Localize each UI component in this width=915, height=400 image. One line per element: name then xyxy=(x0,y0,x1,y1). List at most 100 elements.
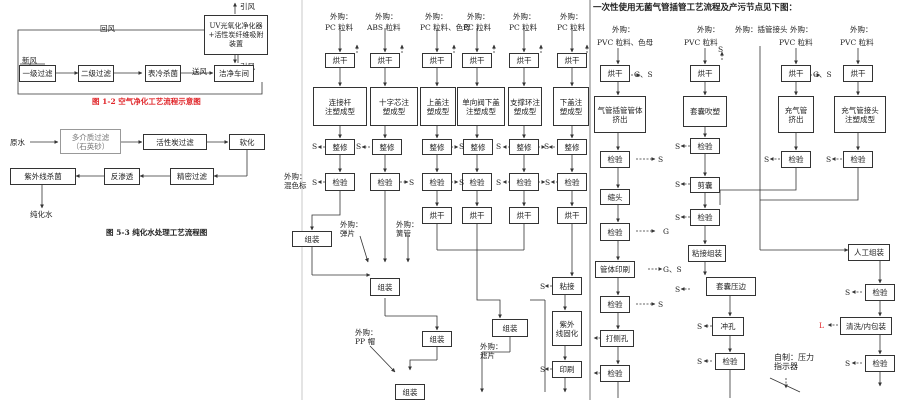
outsource-p3-4: 外购： xyxy=(790,25,813,34)
trim-box-6: 整修 xyxy=(557,139,587,155)
p3-s-4: S xyxy=(764,155,770,164)
p3-self-made-label: 自制：压力 指示器 xyxy=(774,353,814,371)
p3-s-3: S xyxy=(675,142,681,151)
supply-air-label: 送风 xyxy=(192,67,207,76)
trim-box-5: 整修 xyxy=(509,139,539,155)
uv-cure-box: 紫外 线固化 xyxy=(552,311,582,346)
s-label-p2-1: S xyxy=(312,142,318,151)
p3-s-13: S xyxy=(845,359,851,368)
p3-punch: 冲孔 xyxy=(712,317,744,336)
trim-box-1: 整修 xyxy=(325,139,355,155)
outsource-label-5: 外购： xyxy=(513,12,536,21)
dry-box-10: 烘干 xyxy=(557,207,587,224)
dry-box-7: 烘干 xyxy=(422,207,452,224)
dry-box-8: 烘干 xyxy=(462,207,492,224)
p3-inspect-10: 检验 xyxy=(715,353,745,370)
multi-media-filter: 多介质过滤 （石英砂） xyxy=(60,129,121,154)
p3-charge-extrude: 充气管 挤出 xyxy=(778,96,814,133)
s-label-p2-12: S xyxy=(540,365,546,374)
inspect-box-4: 检验 xyxy=(462,173,492,191)
s-label-p2-2: S xyxy=(356,142,362,151)
s-label-p2-4: S xyxy=(496,142,502,151)
uv-sterilizer: 紫外线杀菌 xyxy=(10,168,76,185)
p3-dry-4: 烘干 xyxy=(843,65,873,82)
p3-side-hole: 打侧孔 xyxy=(600,330,634,347)
s-label-p2-3: S xyxy=(459,142,465,151)
p3-balloon-blow: 套囊吹塑 xyxy=(683,96,727,127)
trim-box-4: 整修 xyxy=(463,139,493,155)
p3-inspect-7: 检验 xyxy=(600,296,630,313)
inspect-box-1: 检验 xyxy=(325,173,355,191)
uv-purifier-box: UV光氧化净化器+活性炭纤维吸附装置 xyxy=(204,15,268,55)
trim-box-2: 整修 xyxy=(372,139,402,155)
air-stage-3: 表冷杀菌 xyxy=(145,65,181,82)
fresh-air-label: 新风 xyxy=(22,56,37,65)
exhaust-label-top: 引风 xyxy=(240,2,255,11)
softener: 软化 xyxy=(229,134,265,150)
p3-s-10: S xyxy=(697,322,703,331)
p3-s-2: S xyxy=(658,155,664,164)
mold-box-5: 支撑环注 塑成型 xyxy=(508,87,542,126)
raw-water-label: 原水 xyxy=(10,138,25,147)
inspect-box-3: 检验 xyxy=(422,173,452,191)
p3-gs-1: G、S xyxy=(634,70,653,79)
p3-g-1: G xyxy=(663,227,669,236)
dry-box-6: 烘干 xyxy=(557,53,587,68)
outsource-label-6: 外购： xyxy=(560,12,583,21)
air-caption: 图 1-2 空气净化工艺流程示意图 xyxy=(92,97,201,106)
precision-filter: 精密过滤 xyxy=(170,168,214,185)
material-4: PC 粒料 xyxy=(463,23,492,32)
outsource-label-2: 外购： xyxy=(375,12,398,21)
p3-inspect-4: 检验 xyxy=(843,151,873,168)
pp-cap-label: 外购： PP 帽 xyxy=(355,328,378,346)
outsource-p3-1: 外购： xyxy=(612,25,635,34)
p3-inspect-3: 检验 xyxy=(781,151,811,168)
s-label-p2-5: S xyxy=(544,142,550,151)
return-air-label: 回风 xyxy=(100,24,115,33)
p3-l-label: L xyxy=(819,321,824,330)
p3-manual-assembly: 人工组装 xyxy=(848,244,890,261)
outsource-label-1: 外购： xyxy=(330,12,353,21)
panel3-title: 一次性使用无菌气管插管工艺流程及产污节点见下图： xyxy=(593,3,798,13)
s-label-p2-7: S xyxy=(409,178,415,187)
dye-label: 外购： 混色标 xyxy=(284,172,307,190)
p3-s-7: S xyxy=(675,213,681,222)
air-stage-1: 一级过滤 xyxy=(19,65,56,82)
p3-dry-2: 烘干 xyxy=(690,65,720,82)
print-box: 印刷 xyxy=(552,361,582,378)
water-caption: 图 5-3 纯化水处理工艺流程图 xyxy=(106,228,208,237)
carbon-filter: 活性炭过滤 xyxy=(143,134,207,150)
p3-inspect-11: 检验 xyxy=(865,355,895,372)
material-1: PC 粒料 xyxy=(325,23,354,32)
mold-box-2: 十字芯注 塑成型 xyxy=(370,87,418,126)
p3-s-8: S xyxy=(658,300,664,309)
material-p3-4: PVC 粒料 xyxy=(779,38,813,47)
air-stage-4: 洁净车间 xyxy=(214,65,254,82)
material-p3-5: PVC 粒料 xyxy=(840,38,874,47)
material-3: PC 粒料、色母 xyxy=(420,23,471,32)
s-label-p2-10: S xyxy=(545,178,551,187)
pure-water-label: 纯化水 xyxy=(30,210,53,219)
material-6: PC 粒料 xyxy=(557,23,586,32)
mold-box-4: 单向阀下盖 注塑成型 xyxy=(457,87,505,126)
p3-inspect-6: 检验 xyxy=(690,209,720,226)
assemble-box-1: 组装 xyxy=(292,231,332,247)
glue-box: 粘接 xyxy=(552,277,582,295)
spring-label: 外购： 弹片 xyxy=(340,220,363,238)
pipe-label: 外购： 簧管 xyxy=(396,220,419,238)
dry-box-5: 烘干 xyxy=(509,53,539,68)
outsource-p3-2: 外购： xyxy=(697,25,720,34)
material-p3-1: PVC 粒料、色母 xyxy=(597,38,654,47)
p3-gs-2: G、S xyxy=(813,70,832,79)
p3-tube-print: 管体印刷 xyxy=(595,261,635,278)
material-2: ABS 粒料 xyxy=(367,23,401,32)
p3-inspect-1: 检验 xyxy=(600,151,630,168)
s-label-p2-6: S xyxy=(312,178,318,187)
air-stage-2: 二级过滤 xyxy=(78,65,114,82)
p3-gs-3: G、S xyxy=(663,265,682,274)
s-label-p2-9: S xyxy=(496,178,502,187)
inspect-box-2: 检验 xyxy=(370,173,400,191)
mold-box-3: 上盖注 塑成型 xyxy=(420,87,456,126)
assemble-box-3: 组装 xyxy=(422,331,452,347)
p3-balloon-press: 套囊压边 xyxy=(706,277,756,296)
